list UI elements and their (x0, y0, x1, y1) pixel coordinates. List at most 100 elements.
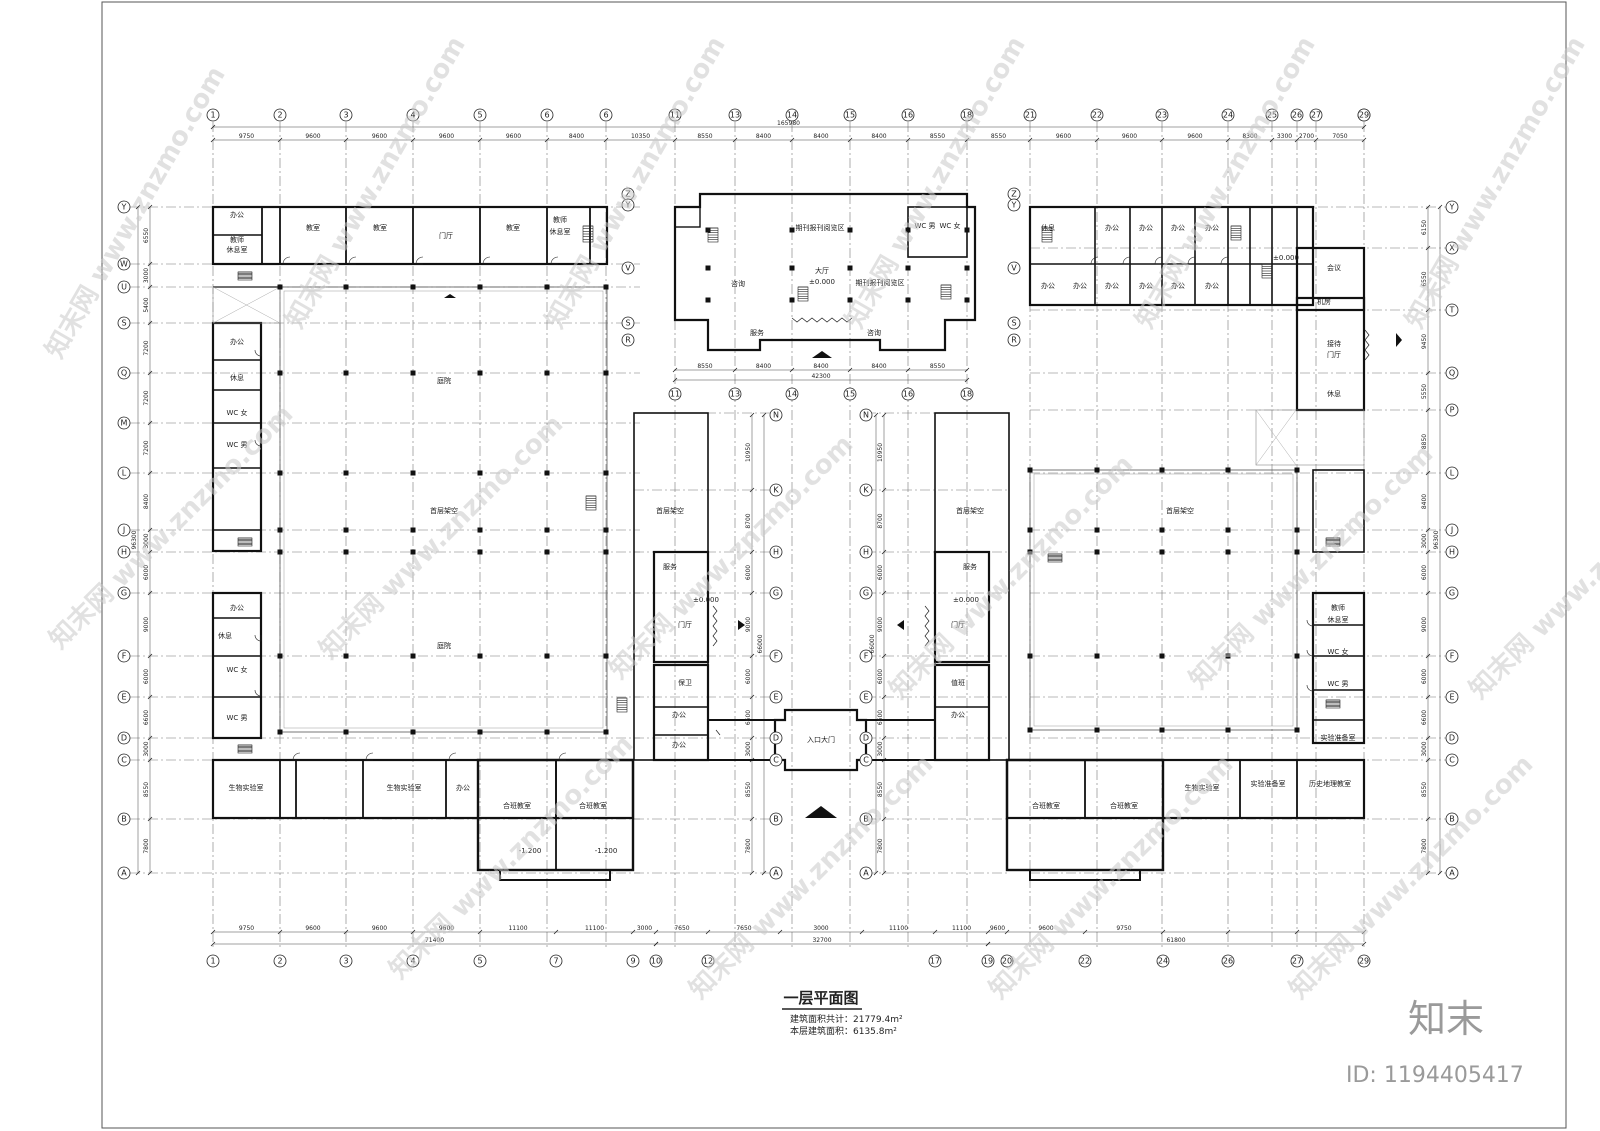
right-segment-dim-label: 9450 (1421, 334, 1428, 349)
left-axis-4-label: Q (121, 369, 127, 378)
column (544, 729, 550, 735)
bottom-axis-1-circle (273, 954, 287, 968)
center-segment-dim-tick (789, 367, 795, 373)
right-top-wing (1028, 205, 1315, 307)
room-label-53: 服务 (963, 562, 977, 571)
bottom-segment-dim-label: 9600 (1038, 925, 1053, 932)
library-doors (791, 317, 853, 323)
right-segment-dim-label: 3000 (1421, 533, 1428, 548)
bottom-axis-16-circle (1357, 954, 1371, 968)
bottom-axis-1-label: 2 (277, 957, 282, 966)
bottom-axis-0-circle (206, 954, 220, 968)
court-left-axis-1-label: K (773, 486, 779, 495)
right-axis-4-circle (1445, 403, 1459, 417)
right-axis-6-circle (1445, 523, 1459, 537)
column (477, 370, 483, 376)
left-axis-11-circle (117, 690, 131, 704)
room-label-52: 服务 (663, 562, 677, 571)
column (1225, 527, 1231, 533)
column (1094, 467, 1100, 473)
right-overall-dim-tick (1437, 204, 1443, 210)
room-label-72: ±0.000 (693, 596, 719, 604)
room-label-24: 服务 (750, 328, 764, 337)
left-axis-13-label: C (121, 756, 127, 765)
library-shaft (674, 206, 701, 228)
door-swing-8 (558, 752, 567, 761)
court-left-axis-7-label: C (773, 756, 779, 765)
court-right-dim-label: 6600 (877, 710, 884, 725)
room-label-70: 实验准备室 (1251, 779, 1286, 788)
top-axis-18-circle (1290, 108, 1304, 122)
bottom-segment-dim-label: 11100 (952, 925, 971, 932)
room-label-5: 门厅 (439, 231, 453, 240)
court-right-axis-8-circle (859, 812, 873, 826)
room-label-26: WC 男 (914, 222, 935, 230)
right-axis-12-label: C (1449, 756, 1455, 765)
right-axis-8-label: G (1449, 589, 1455, 598)
top-segment-dim-tick (1294, 137, 1300, 143)
column (603, 370, 609, 376)
top-segment-dim-tick (1361, 137, 1367, 143)
top-segment-dim-label: 9600 (305, 133, 320, 140)
left-axis-11-label: E (121, 693, 126, 702)
site-watermark-5: 知末网 www.znzmo.com (1400, 32, 1592, 334)
center-left-axis-2-circle (621, 261, 635, 275)
left-axis-9-circle (117, 586, 131, 600)
top-segment-dim-tick (343, 137, 349, 143)
room-label-68: 合班教室 (1110, 801, 1138, 810)
column (410, 284, 416, 290)
top-axis-8-circle (728, 108, 742, 122)
right-axis-7-label: H (1449, 548, 1455, 557)
court-right-overall-dim-tick (873, 412, 879, 418)
left-axis-1-label: W (120, 260, 128, 269)
stair-0-frame (582, 225, 594, 243)
left-axis-2-circle (117, 280, 131, 294)
bottom-segment-dim-tick (1004, 929, 1010, 935)
bottom-segment-dim-tick (1361, 929, 1367, 935)
column (1225, 653, 1231, 659)
door-swing-5 (292, 752, 301, 761)
center-bottom-axis-2-label: 14 (787, 390, 797, 399)
column (789, 297, 795, 303)
column (603, 470, 609, 476)
top-segment-dim-tick (477, 137, 483, 143)
stair-2-frame (797, 286, 809, 302)
top-segment-dim-label: 9600 (1056, 133, 1071, 140)
room-label-22: 大厅 (815, 266, 829, 275)
room-label-27: WC 女 (939, 221, 960, 230)
classroom-bay-right (1029, 870, 1141, 881)
court-right-dim-tick (881, 816, 887, 822)
right-segment-dim-label: 6000 (1421, 669, 1428, 684)
bottom-segment-dim-tick (1225, 929, 1231, 935)
right-segment-dim-label: 6000 (1421, 565, 1428, 580)
left-segment-dim-label: 3000 (143, 533, 150, 548)
court-right-dim-label: 6000 (877, 669, 884, 684)
column (1094, 549, 1100, 555)
right-segment-dim-tick (1425, 735, 1431, 741)
court-left-axis-3-label: G (773, 589, 779, 598)
court-left-dim-label: 8550 (745, 782, 752, 797)
stair-8-frame (237, 537, 253, 547)
room-label-35: 办公 (1105, 281, 1119, 290)
classroom-bay (499, 870, 611, 881)
bottom-axis-12-label: 22 (1080, 957, 1090, 966)
stair-6-frame (1261, 263, 1273, 279)
column (343, 284, 349, 290)
left-axis-15-circle (117, 866, 131, 880)
site-watermark-11: 知末网 www.znzmo.com (1464, 449, 1600, 704)
left-segment-dim-tick (147, 549, 153, 555)
court-right-dim-label: 7800 (877, 838, 884, 853)
stair-13-frame (616, 697, 628, 713)
skylight-left (212, 286, 281, 324)
foyer-right-doors (924, 605, 930, 647)
center-bottom-axis-0-circle (668, 387, 682, 401)
bottom-axis-4-circle (473, 954, 487, 968)
column (1294, 467, 1300, 473)
center-bottom-axis-2-circle (785, 387, 799, 401)
site-watermark-10: 知末网 www.znzmo.com (1184, 439, 1439, 694)
court-right-dim-label: 9000 (877, 617, 884, 632)
court-right-axis-7-circle (859, 753, 873, 767)
room-label-77: -1.200 (595, 847, 618, 855)
room-label-36: 办公 (1139, 281, 1153, 290)
